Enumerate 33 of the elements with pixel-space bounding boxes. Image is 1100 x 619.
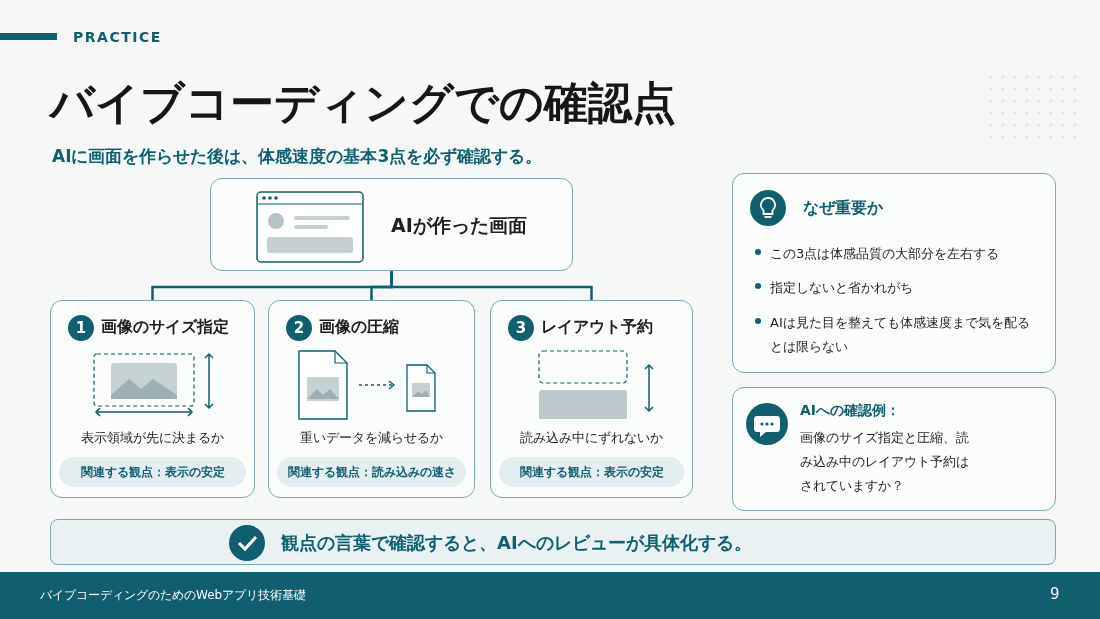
subtitle: AIに画面を作らせた後は、体感速度の基本3点を必ず確認する。	[52, 145, 543, 168]
card-heading: 画像のサイズ指定	[101, 317, 229, 338]
panel-heading: AIへの確認例：	[800, 402, 901, 420]
summary-text: 観点の言葉で確認すると、AIへのレビューが具体化する。	[281, 531, 752, 555]
number-badge: 3	[508, 315, 534, 341]
node-title: AIが作った画面	[391, 213, 527, 238]
card	[732, 173, 1056, 373]
summary-banner	[50, 519, 1056, 565]
number-badge: 1	[68, 315, 94, 341]
bullet-text: AIは見た目を整えても体感速度まで気を配るとは限らない	[770, 314, 1031, 356]
slide-title: バイブコーディングでの確認点	[50, 76, 676, 130]
card-description: 重いデータを減らせるか	[299, 429, 444, 447]
card	[268, 300, 475, 498]
card	[210, 178, 573, 271]
viewpoint-tag: 関連する観点：読み込みの速さ	[277, 457, 466, 487]
connector-line	[390, 271, 593, 300]
number-badge: 2	[286, 315, 312, 341]
card	[50, 300, 255, 498]
footer-text: バイブコーディングのためのWebアプリ技術基礎	[40, 587, 307, 604]
example-question: 画像のサイズ指定と圧縮、読み込み中のレイアウト予約はされていますか？	[800, 429, 970, 495]
card-heading: レイアウト予約	[541, 317, 653, 338]
card	[732, 387, 1056, 511]
bullet-text: 指定しないと省かれがち	[770, 279, 914, 297]
panel-heading: なぜ重要か	[803, 198, 883, 219]
card-heading: 画像の圧縮	[319, 317, 399, 338]
viewpoint-tag: 関連する観点：表示の安定	[499, 457, 684, 487]
section-label: PRACTICE	[73, 29, 162, 45]
card-description: 表示領域が先に決まるか	[80, 429, 225, 447]
card	[490, 300, 693, 498]
bullet-text: この3点は体感品質の大部分を左右する	[770, 245, 1001, 263]
page-number: 9	[1050, 585, 1060, 603]
card-description: 読み込み中にずれないか	[519, 429, 664, 447]
viewpoint-tag: 関連する観点：表示の安定	[59, 457, 246, 487]
